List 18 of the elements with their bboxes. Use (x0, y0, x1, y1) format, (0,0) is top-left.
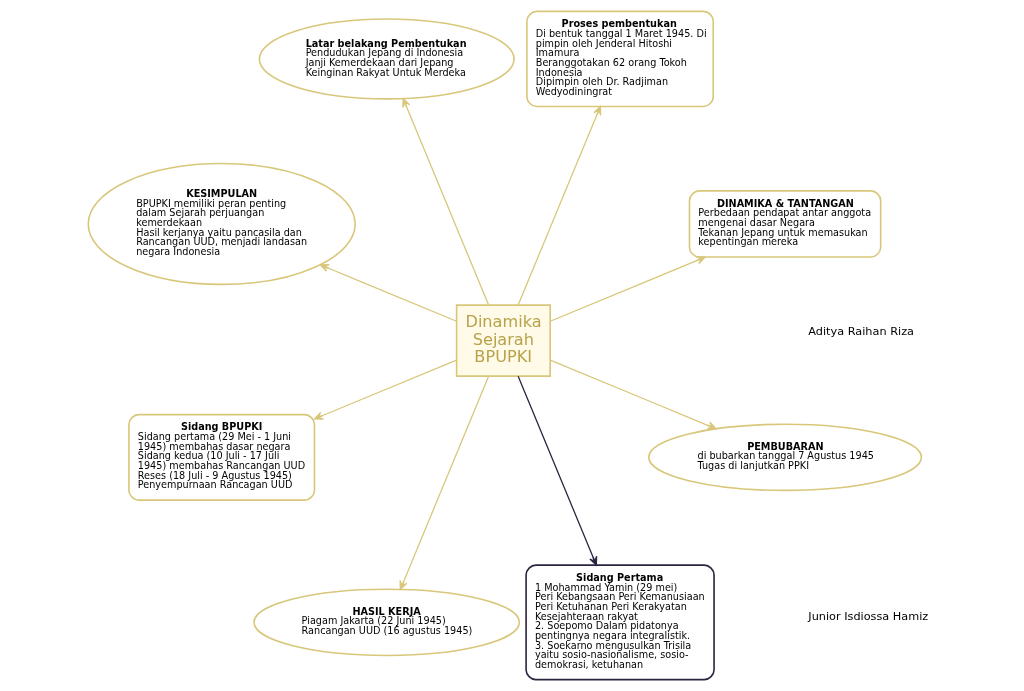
node-box: Proses pembentukan Di bentuk tanggal 1 Maret 1945. Di pimpin oleh Jenderal Hitoshi Imamura Beranggotakan 62 orang Tokoh Indonesia Dipimpin oleh Dr. Radjiman Wedyodiningrat (526, 10, 715, 108)
arrow (313, 359, 458, 420)
arrow (319, 263, 458, 322)
arrow (517, 105, 602, 306)
node-box: Sidang BPUPKI Sidang pertama (29 Mei - 1 Juni 1945) membahas dasar negara Sidang kedua (10 Juli - 17 Juli 1945) membahas Rancangan UUD Reses (18 Juli - 9 Agustus 1945) Penyempurnaan Rancagan UUD (128, 413, 316, 501)
label: Junior Isdiossa Hamiz (808, 610, 929, 624)
node-ellipse: HASIL KERJA Piagam Jakarta (22 Juni 1945) Rancangan UUD (16 agustus 1945) (253, 588, 521, 657)
arrow (402, 98, 490, 306)
node-box: Dinamika Sejarah BPUPKI (455, 304, 551, 377)
node-ellipse: KESIMPULAN BPUPKI memiliki peran penting dalam Sejarah perjuangan kemerdekaan Hasil kerjanya yaitu pancasila dan Rancangan UUD, menjadi landasan negara Indonesia (87, 162, 356, 286)
label: Aditya Raihan Riza (808, 324, 914, 338)
node-ellipse: Latar belakang Pembentukan Pendudukan Jepang di Indonesia Janji Kemerdekaan dari Jepang Keinginan Rakyat Untuk Merdeka (258, 18, 515, 100)
arrow (517, 375, 598, 566)
arrow (399, 375, 490, 590)
arrow (549, 256, 706, 322)
node-box: Sidang Pertama 1 Mohammad Yamin (29 mei) Peri Kebangsaan Peri Kemanusiaan Peri Ketuhanan Peri Kerakyatan Kesejahteraan rakyat 2. Soepomo Dalam pidatonya pentingnya negara integralistik. 3. Soekarno mengusulkan Trisila yaitu sosio-nasionalisme, sosio-demokrasi, ketuhanan (525, 564, 715, 681)
arrow (549, 359, 717, 430)
node-box: DINAMIKA & TANTANGAN Perbedaan pendapat antar anggota mengenai dasar Negara Tekanan Jepang untuk memasukan kepentingan mereka (688, 190, 882, 258)
